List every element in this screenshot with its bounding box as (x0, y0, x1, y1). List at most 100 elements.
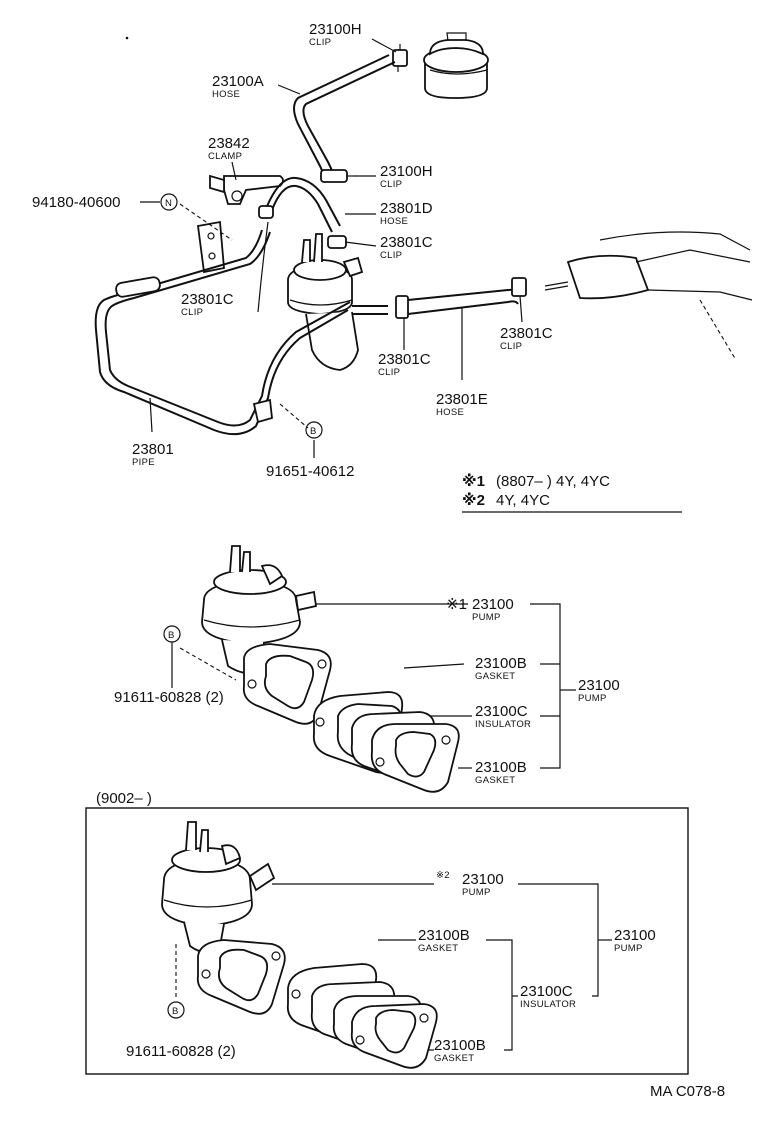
svg-text:CLIP: CLIP (309, 37, 331, 48)
label-top-clip-h: 23100H CLIP (309, 21, 362, 48)
svg-text:※2: ※2 (436, 870, 450, 881)
svg-text:23100B: 23100B (475, 759, 527, 776)
svg-text:CLIP: CLIP (378, 367, 400, 378)
svg-text:CLIP: CLIP (380, 179, 402, 190)
clip-23801c-upper (327, 235, 347, 249)
svg-text:INSULATOR: INSULATOR (520, 999, 576, 1010)
s1-label-gasket-bottom: 23100B GASKET (475, 759, 527, 786)
fuel-pump-top (287, 233, 364, 371)
s1-label-gasket-top: 23100B GASKET (475, 655, 527, 682)
svg-text:HOSE: HOSE (436, 407, 464, 418)
svg-text:23842: 23842 (208, 135, 250, 152)
section1-leaders (171, 603, 576, 769)
svg-text:N: N (165, 198, 172, 209)
svg-text:※2: ※2 (462, 491, 485, 509)
notes-block: ※1 (8807– ) 4Y, 4YC ※2 4Y, 4YC (462, 472, 682, 513)
mid-clip (320, 169, 356, 183)
top-clip (392, 44, 408, 72)
svg-text:INSULATOR: INSULATOR (475, 719, 531, 730)
svg-text:CLIP: CLIP (500, 341, 522, 352)
label-hose-a: 23100A HOSE (212, 73, 264, 100)
svg-text:94180-40600: 94180-40600 (32, 194, 120, 211)
svg-text:GASKET: GASKET (434, 1053, 474, 1064)
s1-label-assembly: 23100 PUMP (578, 677, 620, 704)
fuel-filter-cap (423, 32, 489, 99)
svg-text:23100: 23100 (472, 596, 514, 613)
svg-text:HOSE: HOSE (380, 216, 408, 227)
svg-text:CLAMP: CLAMP (208, 151, 242, 162)
svg-text:CLIP: CLIP (181, 307, 203, 318)
svg-text:※1: ※1 (462, 472, 485, 490)
tank-connector (544, 231, 753, 361)
label-clamp: 23842 CLAMP (208, 135, 250, 162)
section2-leaders (272, 883, 612, 1051)
svg-text:CLIP: CLIP (380, 250, 402, 261)
svg-text:GASKET: GASKET (475, 671, 515, 682)
top-assembly-drawing (94, 32, 753, 458)
svg-text:PUMP: PUMP (578, 693, 607, 704)
clamp-23842 (209, 174, 284, 205)
svg-text:91651-40612: 91651-40612 (266, 463, 354, 480)
label-clip-c-upper: 23801C CLIP (380, 234, 433, 261)
s2-label-bolt: B 91611-60828 (2) (126, 1001, 236, 1060)
svg-text:23100B: 23100B (434, 1037, 486, 1054)
s2-range-label: (9002– ) (96, 790, 152, 807)
svg-text:23100A: 23100A (212, 73, 264, 90)
svg-text:23801E: 23801E (436, 391, 488, 408)
label-bolt-n: 94180-40600 N (32, 193, 178, 211)
svg-text:PUMP: PUMP (472, 612, 501, 623)
svg-text:HOSE: HOSE (212, 89, 240, 100)
bracket (196, 220, 225, 274)
label-hose-e: 23801E HOSE (436, 391, 488, 418)
s1-label-bolt: B 91611-60828 (2) (114, 625, 224, 706)
svg-text:91611-60828 (2): 91611-60828 (2) (126, 1043, 236, 1060)
svg-text:91611-60828 (2): 91611-60828 (2) (114, 689, 224, 706)
svg-text:23801C: 23801C (500, 325, 553, 342)
section1-drawing (179, 545, 460, 793)
svg-text:4Y, 4YC: 4Y, 4YC (496, 492, 550, 509)
label-clip-c-right: 23801C CLIP (500, 325, 553, 352)
svg-text:GASKET: GASKET (475, 775, 515, 786)
label-clip-h2: 23100H CLIP (380, 163, 433, 190)
s1-label-insulator: 23100C INSULATOR (475, 703, 531, 730)
s2-label-gasket-bottom: 23100B GASKET (434, 1037, 486, 1064)
svg-text:23100B: 23100B (418, 927, 470, 944)
s2-label-insulator: 23100C INSULATOR (520, 983, 576, 1010)
label-clip-c-left: 23801C CLIP (181, 291, 234, 318)
svg-text:B: B (172, 1006, 179, 1017)
hose-23801e (407, 288, 521, 301)
svg-text:B: B (310, 426, 317, 437)
svg-text:GASKET: GASKET (418, 943, 458, 954)
label-bolt-b-top: B 91651-40612 (266, 421, 354, 480)
svg-text:23801C: 23801C (378, 351, 431, 368)
svg-text:PUMP: PUMP (462, 887, 491, 898)
svg-text:23100B: 23100B (475, 655, 527, 672)
svg-text:23801D: 23801D (380, 200, 433, 217)
svg-text:PIPE: PIPE (132, 457, 155, 468)
s1-label-pump: ※1 23100 PUMP (446, 596, 514, 623)
svg-text:PUMP: PUMP (614, 943, 643, 954)
label-clip-c-mid: 23801C CLIP (378, 351, 431, 378)
s2-label-assembly: 23100 PUMP (614, 927, 656, 954)
svg-text:23801C: 23801C (380, 234, 433, 251)
s2-label-gasket-top: 23100B GASKET (418, 927, 470, 954)
svg-text:23100: 23100 (462, 871, 504, 888)
section2-drawing (161, 821, 438, 1069)
svg-text:23100C: 23100C (475, 703, 528, 720)
hose-23801d (271, 184, 333, 233)
clip-23801c-right (511, 277, 527, 297)
svg-text:23100H: 23100H (309, 21, 362, 38)
s2-label-pump: ※2 23100 PUMP (436, 870, 504, 898)
svg-text:23100: 23100 (578, 677, 620, 694)
svg-text:23100C: 23100C (520, 983, 573, 1000)
clip-23801c-mid (395, 295, 409, 319)
svg-text:※1: ※1 (446, 596, 467, 613)
svg-text:(8807– ) 4Y, 4YC: (8807– ) 4Y, 4YC (496, 473, 610, 490)
svg-text:B: B (168, 630, 175, 641)
label-hose-d: 23801D HOSE (380, 200, 433, 227)
svg-text:23100H: 23100H (380, 163, 433, 180)
svg-text:23100: 23100 (614, 927, 656, 944)
svg-text:23801: 23801 (132, 441, 174, 458)
label-pipe: 23801 PIPE (132, 441, 174, 468)
